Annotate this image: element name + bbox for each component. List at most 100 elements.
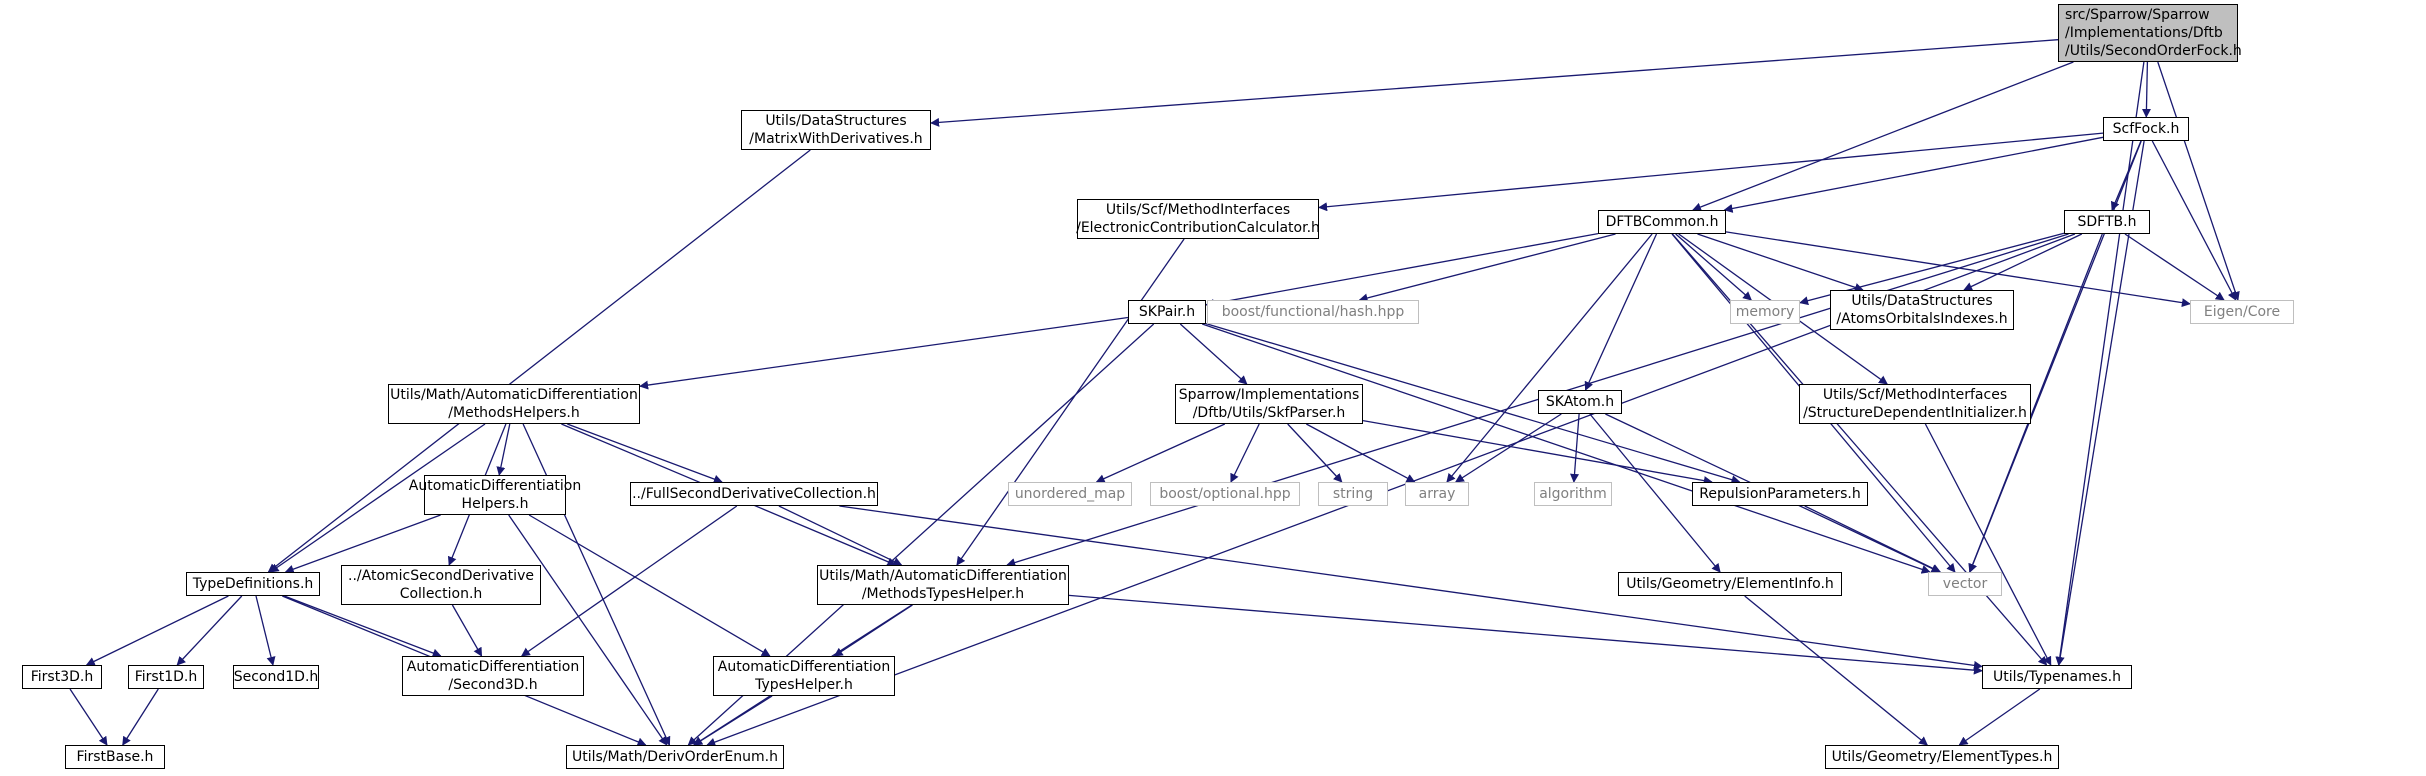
node-firstbase-h[interactable]: FirstBase.h xyxy=(65,745,165,769)
edge-adh-to-doe xyxy=(508,514,668,746)
edge-adh-to-typedefs xyxy=(284,514,441,574)
node-typedefinitions-h[interactable]: TypeDefinitions.h xyxy=(186,572,320,596)
edge-skf-to-optional xyxy=(1230,423,1260,483)
edge-dftbc-to-boosthash xyxy=(1358,233,1616,303)
node-utils-math-automaticdifferentiation-methodshelpers-h[interactable]: Utils/Math/AutomaticDifferentiation/Meth… xyxy=(388,384,640,424)
node-utils-math-automaticdifferentiation-methodstypeshelper-h[interactable]: Utils/Math/AutomaticDifferentiation/Meth… xyxy=(817,565,1069,605)
node-utils-geometry-elementinfo-h[interactable]: Utils/Geometry/ElementInfo.h xyxy=(1618,572,1842,596)
edge-typedefs-to-second1d xyxy=(255,595,276,666)
edge-typedefs-to-first1d xyxy=(176,595,243,666)
node-label: First3D.h xyxy=(30,669,94,685)
node-label: RepulsionParameters.h xyxy=(1699,486,1861,502)
edge-root-to-scffock xyxy=(2141,61,2151,118)
edge-scffock-to-ecc xyxy=(1318,132,2104,212)
node-label: ../FullSecondDerivativeCollection.h xyxy=(632,486,876,502)
edge-dftbc-to-array xyxy=(1446,233,1653,483)
edge-typedefs-to-first3d xyxy=(85,595,229,666)
node-label: Helpers.h xyxy=(461,496,529,512)
node-label: SKAtom.h xyxy=(1545,394,1615,410)
node-label: First1D.h xyxy=(134,669,198,685)
edge-skf-to-umap xyxy=(1095,423,1226,483)
node-first1d-h[interactable]: First1D.h xyxy=(128,665,204,689)
node-label: Utils/Math/AutomaticDifferentiation xyxy=(819,568,1067,584)
node-boost-functional-hash-hpp: boost/functional/hash.hpp xyxy=(1207,300,1419,324)
edge-first3d-to-firstbase xyxy=(69,688,108,746)
edge-mh-to-typedefs xyxy=(269,423,486,573)
node-fullsecondderivativecollection-h[interactable]: ../FullSecondDerivativeCollection.h xyxy=(630,482,878,506)
node-label: TypeDefinitions.h xyxy=(192,576,314,592)
node-utils-geometry-elementtypes-h[interactable]: Utils/Geometry/ElementTypes.h xyxy=(1825,745,2059,769)
edge-fsdc-to-second3d xyxy=(520,505,738,657)
node-label: Utils/Math/DerivOrderEnum.h xyxy=(572,749,778,765)
node-skatom-h[interactable]: SKAtom.h xyxy=(1538,390,1622,414)
node-label: /MethodsTypesHelper.h xyxy=(861,586,1025,602)
edge-asdc-to-second3d xyxy=(451,604,483,657)
edge-skatom-to-einfo xyxy=(1589,413,1721,573)
edge-fsdc-to-mth xyxy=(778,505,903,566)
node-label: boost/optional.hpp xyxy=(1159,486,1291,502)
node-label: /ElectronicContributionCalculator.h xyxy=(1076,220,1320,236)
edge-mwd-to-typedefs xyxy=(267,149,811,573)
node-eigen-core: Eigen/Core xyxy=(2190,300,2294,324)
node-label: ScfFock.h xyxy=(2112,121,2180,137)
node-label: Utils/Scf/MethodInterfaces xyxy=(1822,387,2008,403)
edge-ecc-to-mth xyxy=(956,238,1185,566)
node-label: Utils/Geometry/ElementTypes.h xyxy=(1831,749,2053,765)
node-first3d-h[interactable]: First3D.h xyxy=(22,665,102,689)
node-utils-math-derivorderenum-h[interactable]: Utils/Math/DerivOrderEnum.h xyxy=(566,745,784,769)
edge-scffock-to-eigen xyxy=(2151,140,2237,301)
node-label: src/Sparrow/Sparrow xyxy=(2065,7,2210,23)
node-label: memory xyxy=(1735,304,1795,320)
node-boost-optional-hpp: boost/optional.hpp xyxy=(1150,482,1300,506)
node-label: Utils/Typenames.h xyxy=(1992,669,2121,685)
node-sdftb-h[interactable]: SDFTB.h xyxy=(2064,210,2150,234)
node-label: /MethodsHelpers.h xyxy=(448,405,580,421)
node-label: vector xyxy=(1942,576,1988,592)
edge-root-to-typenames xyxy=(2055,61,2145,666)
node-label: /AtomsOrbitalsIndexes.h xyxy=(1836,311,2008,327)
edge-einfo-to-etypes xyxy=(1744,595,1928,746)
node-src-sparrow-sparrow-implementations-dftb-utils-secondorderfock-h[interactable]: src/Sparrow/Sparrow/Implementations/Dftb… xyxy=(2058,4,2242,62)
node-label: /Dftb/Utils/SkfParser.h xyxy=(1192,405,1346,421)
edge-dftbc-to-skpair xyxy=(1205,232,1599,308)
node-label: boost/functional/hash.hpp xyxy=(1221,304,1405,320)
node-utils-datastructures-matrixwithderivatives-h[interactable]: Utils/DataStructures/MatrixWithDerivativ… xyxy=(741,110,931,150)
edge-skf-to-rep xyxy=(1362,419,1713,486)
edge-mh-to-fsdc xyxy=(567,423,723,484)
edge-sdi-to-typenames xyxy=(1924,423,2052,666)
edge-fsdc-to-typenames xyxy=(839,505,1983,670)
node-label: AutomaticDifferentiation xyxy=(717,659,891,675)
node-automaticdifferentiation-second3d-h[interactable]: AutomaticDifferentiation/Second3D.h xyxy=(402,656,584,696)
edge-skpair-to-vector xyxy=(1201,323,1931,574)
node-second1d-h[interactable]: Second1D.h xyxy=(233,665,319,689)
node-sparrow-implementations-dftb-utils-skfparser-h[interactable]: Sparrow/Implementations/Dftb/Utils/SkfPa… xyxy=(1175,384,1363,424)
node-algorithm: algorithm xyxy=(1534,482,1612,506)
node-utils-typenames-h[interactable]: Utils/Typenames.h xyxy=(1982,665,2132,689)
node-utils-scf-methodinterfaces-electroniccontributioncalculator-h[interactable]: Utils/Scf/MethodInterfaces/ElectronicCon… xyxy=(1076,199,1320,239)
node-label: SDFTB.h xyxy=(2077,214,2137,230)
node-label: Utils/Scf/MethodInterfaces xyxy=(1105,202,1291,218)
node-dftbcommon-h[interactable]: DFTBCommon.h xyxy=(1598,210,1726,234)
node-label: DFTBCommon.h xyxy=(1605,214,1719,230)
edge-dftbc-to-memory xyxy=(1675,233,1752,301)
node-label: SKPair.h xyxy=(1138,304,1196,320)
node-label: AutomaticDifferentiation xyxy=(408,478,582,494)
node-label: string xyxy=(1332,486,1374,502)
edge-scffock-to-dftbc xyxy=(1723,136,2104,213)
node-unordered-map: unordered_map xyxy=(1008,482,1132,506)
edge-skatom-to-array xyxy=(1454,413,1562,483)
node-scffock-h[interactable]: ScfFock.h xyxy=(2103,117,2189,141)
node-skpair-h[interactable]: SKPair.h xyxy=(1128,300,1206,324)
node-utils-datastructures-atomsorbitalsindexes-h[interactable]: Utils/DataStructures/AtomsOrbitalsIndexe… xyxy=(1830,290,2014,330)
node-utils-scf-methodinterfaces-structuredependentinitializer-h[interactable]: Utils/Scf/MethodInterfaces/StructureDepe… xyxy=(1799,384,2031,424)
edge-mth-to-typenames xyxy=(1068,594,1983,675)
edge-typedefs-to-second3d xyxy=(284,595,442,658)
edge-typenames-to-etypes xyxy=(1958,688,2041,746)
edge-dftbc-to-skatom xyxy=(1584,233,1658,391)
node-repulsionparameters-h[interactable]: RepulsionParameters.h xyxy=(1692,482,1868,506)
edge-sdftb-to-eigen xyxy=(2124,233,2225,301)
edge-skpair-to-skf xyxy=(1179,323,1248,385)
